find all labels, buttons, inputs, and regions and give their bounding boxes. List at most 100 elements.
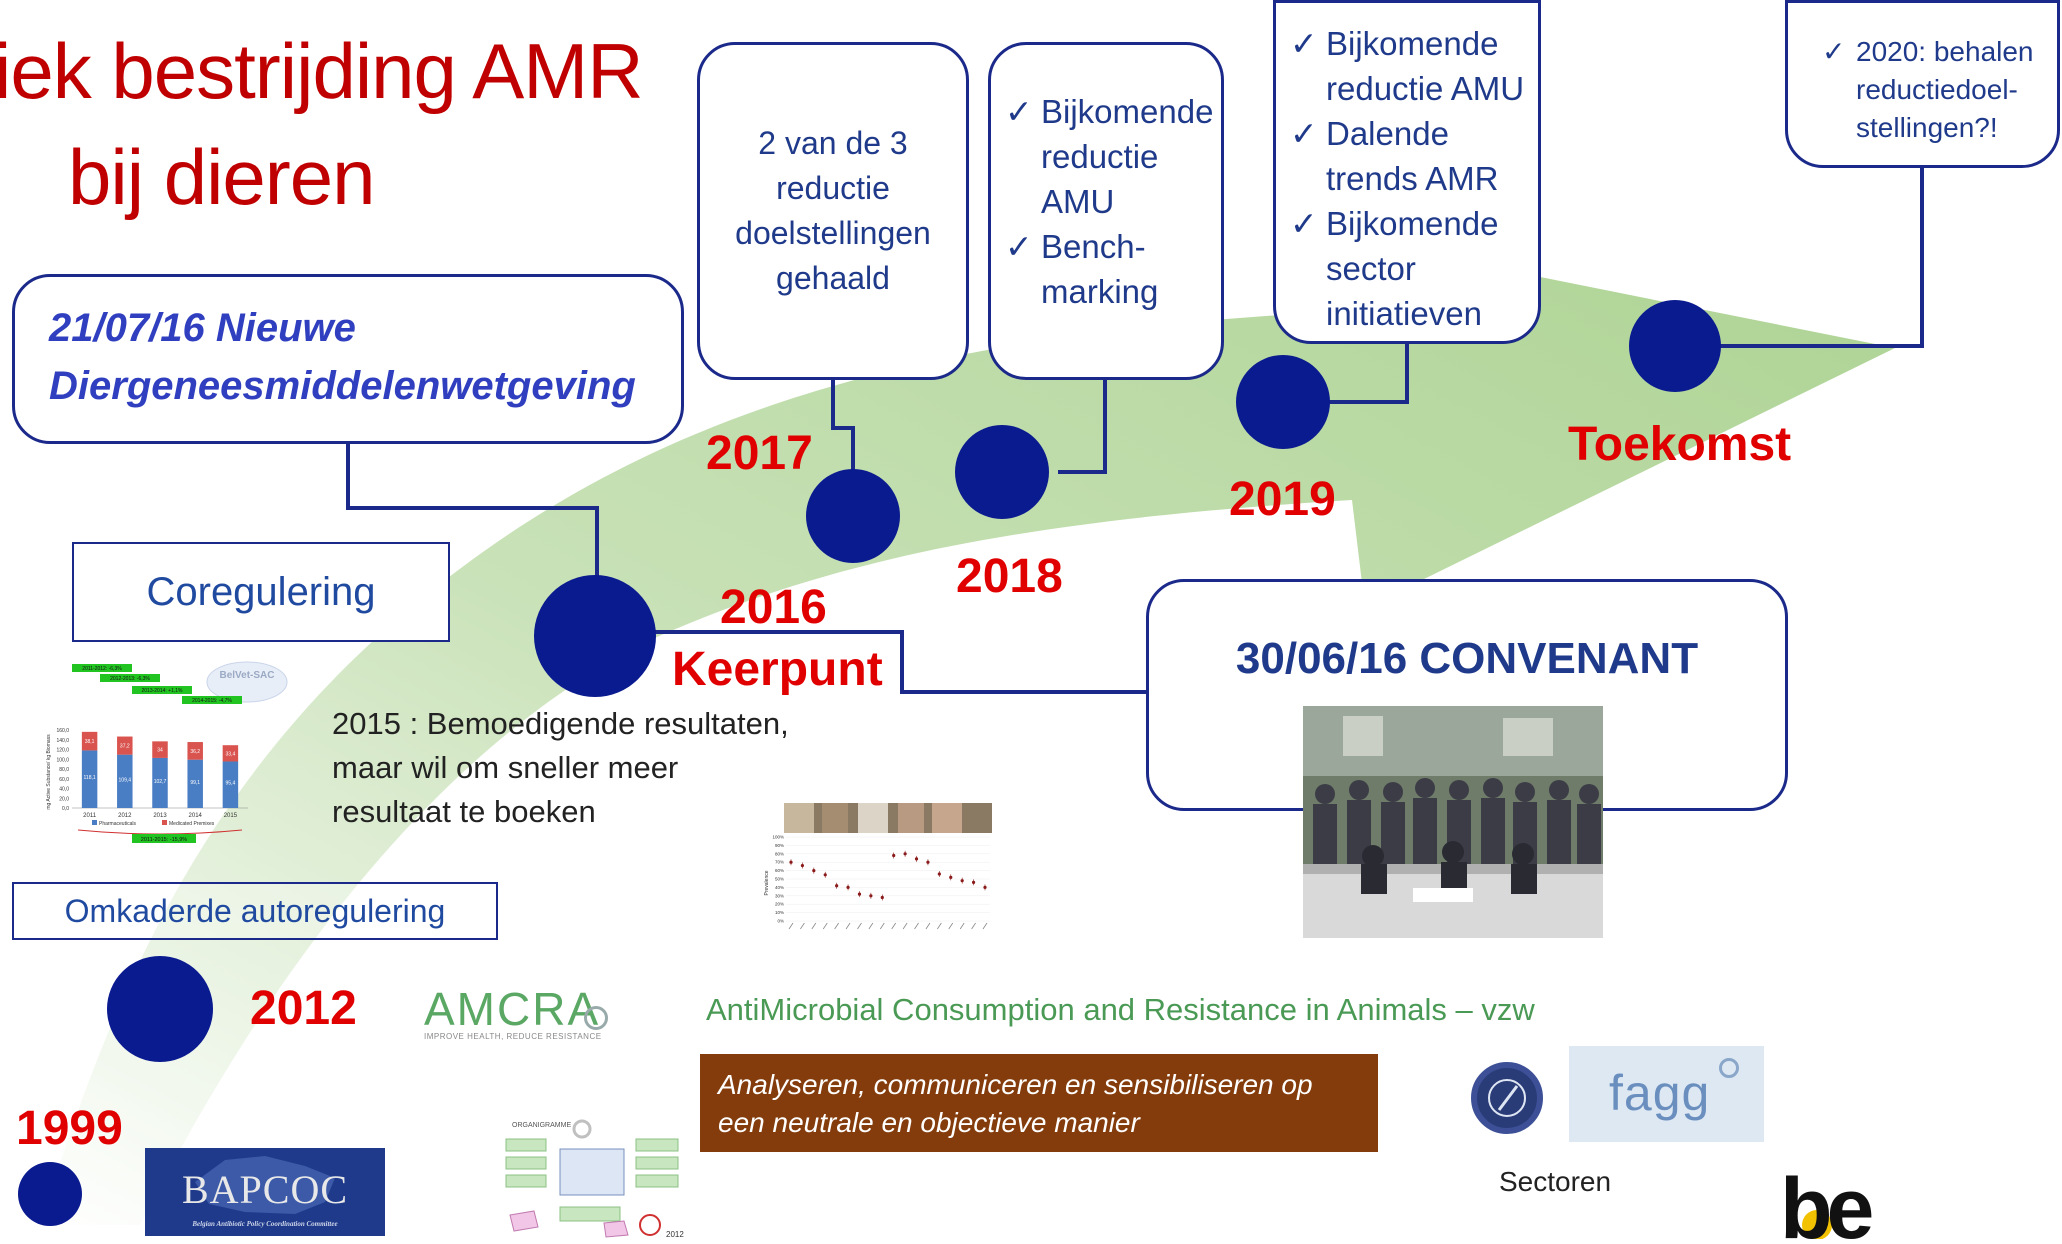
scatter-point [903, 852, 907, 856]
scatter-point [812, 869, 816, 873]
bar-ytick: 0,0 [62, 806, 69, 812]
bar-value-label: 34 [157, 748, 163, 754]
bar-label-bg [100, 674, 160, 682]
wetgeving-bubble: 21/07/16 Nieuwe Diergeneesmiddelenwetgev… [12, 274, 684, 444]
be-logo-text: be [1780, 1170, 1874, 1239]
scatter-ytick: 80% [775, 851, 784, 856]
scatter-point [846, 885, 850, 889]
fork-knife-icon [1471, 1062, 1543, 1134]
amcra-mission-box: Analyseren, communiceren en sensibiliser… [700, 1054, 1378, 1152]
bar-change-label: 2012-2013: -6,3% [110, 676, 150, 682]
amcra-logo-text: AMCRA [424, 983, 601, 1035]
organigram-title: ORGANIGRAMME [512, 1122, 571, 1129]
text-2015-line: 2015 : Bemoedigende resultaten, [332, 706, 789, 741]
connector-convenant [655, 630, 1150, 694]
bar-bracket [77, 829, 243, 835]
coregulering-label: Coregulering [146, 569, 376, 614]
bar-ytick: 100,0 [56, 757, 69, 763]
scatter-point [823, 873, 827, 877]
page-title-line1: iek bestrijding AMR [0, 27, 644, 115]
wetgeving-line2: Diergeneesmiddelenwetgeving [49, 364, 636, 408]
connector-wetgeving [346, 444, 599, 580]
text-2015-line: maar wil om sneller meer [332, 750, 679, 785]
scatter-xtick [845, 922, 851, 930]
be-logo: be [1772, 1170, 1892, 1239]
bar-ytick: 60,0 [59, 777, 69, 783]
connector-toekomst [1713, 168, 1924, 348]
coregulering-box: Coregulering [72, 542, 450, 642]
scatter-ytick: 10% [775, 910, 784, 915]
year-2018: 2018 [956, 550, 1063, 603]
scatter-ytick: 50% [775, 877, 784, 882]
scatter-xtick [891, 922, 897, 930]
bar-xtick: 2011 [83, 813, 97, 819]
bar-legend-entry: Pharmaceuticals [99, 821, 136, 827]
scatter-xtick [800, 922, 805, 930]
dot-1999 [18, 1162, 82, 1226]
belgium-map-icon [195, 1156, 335, 1214]
bar-value-label: 102,7 [154, 779, 167, 785]
scatter-xtick [834, 922, 839, 930]
amcra-mission-line: een neutrale en objectieve manier [718, 1107, 1140, 1138]
bubble-toekomst-item: 2020: behalen reductiedoel-stellingen?! [1822, 33, 2057, 147]
scatter-xtick [937, 922, 942, 930]
bar-ytick: 80,0 [59, 767, 69, 773]
scatter-point [971, 880, 976, 884]
year-2017: 2017 [706, 427, 813, 480]
scatter-xtick [925, 922, 931, 930]
bar-pharma [222, 761, 239, 808]
bar-xtick: 2012 [118, 813, 132, 819]
scatter-xtick [902, 922, 908, 930]
convenant-title: 30/06/16 CONVENANT [1235, 634, 1699, 683]
bapcoc-logo: BAPCOC Belgian Antibiotic Policy Coordin… [145, 1148, 385, 1236]
scatter-point [926, 860, 930, 864]
scatter-ytick: 30% [775, 893, 784, 898]
connector-2019 [1320, 344, 1409, 404]
bubble-2019-item: Bijkomende sector initiatieven [1290, 201, 1538, 336]
scatter-xtick [788, 922, 794, 930]
bar-label-bg [72, 664, 132, 672]
text-2015-line: resultaat te boeken [332, 794, 596, 829]
amcra-full-name: AntiMicrobial Consumption and Resistance… [706, 992, 1535, 1027]
bar-premix [152, 741, 168, 758]
scatter-point [880, 895, 884, 900]
dot-2019 [1236, 355, 1330, 449]
scatter-point [892, 853, 896, 858]
scatter-point [983, 885, 987, 889]
year-2019: 2019 [1229, 473, 1336, 526]
amr-scatter-chart: 100%90%80%70%60%50%40%30%20%10%0%Prevale… [762, 803, 994, 943]
organigram-svg: ORGANIGRAMME 2012 [500, 1115, 685, 1239]
bar-value-label: 33,4 [226, 751, 236, 757]
organigram-year: 2012 [666, 1230, 684, 1239]
scatter-point [800, 863, 805, 868]
bar-label-bg [182, 696, 242, 704]
bar-xtick: 2013 [153, 813, 167, 819]
bar-pharma [81, 750, 98, 808]
bar-value-label: 38,1 [85, 739, 95, 745]
bar-value-label: 36,2 [190, 749, 200, 755]
bubble-2017: 2 van de 3 reductie doelstellingen gehaa… [697, 42, 969, 380]
bar-value-label: 118,1 [84, 775, 96, 781]
bar-value-label: 37,2 [120, 744, 130, 750]
bubble-2017-text: 2 van de 3 reductie doelstellingen gehaa… [735, 125, 931, 296]
dot-2017 [806, 469, 900, 563]
page-title-line2: bij dieren [68, 133, 376, 221]
bar-ytick: 20,0 [59, 796, 69, 802]
label-toekomst: Toekomst [1568, 418, 1792, 471]
bubble-2019-item: Dalende trends AMR [1290, 111, 1538, 201]
sectoren-label: Sectoren [1499, 1166, 1612, 1197]
fagg-logo-text: fagg [1609, 1065, 1711, 1121]
bubble-2019: Bijkomende reductie AMU Dalende trends A… [1273, 0, 1541, 344]
bar-total-label: 2011-2015: -15,9% [141, 837, 187, 843]
bar-xtick: 2015 [224, 813, 238, 819]
bar-change-label: 2013-2014: +1,1% [141, 688, 183, 694]
scatter-xtick [982, 922, 988, 930]
scatter-xtick [971, 922, 976, 930]
bar-premix [81, 731, 98, 751]
autoregulering-label: Omkaderde autoregulering [64, 892, 446, 929]
progress-arrow [40, 232, 1895, 1225]
amcra-mission-line: Analyseren, communiceren en sensibiliser… [718, 1069, 1313, 1100]
fagg-logo: fagg [1569, 1046, 1764, 1142]
bar-ytick: 120,0 [56, 748, 69, 754]
